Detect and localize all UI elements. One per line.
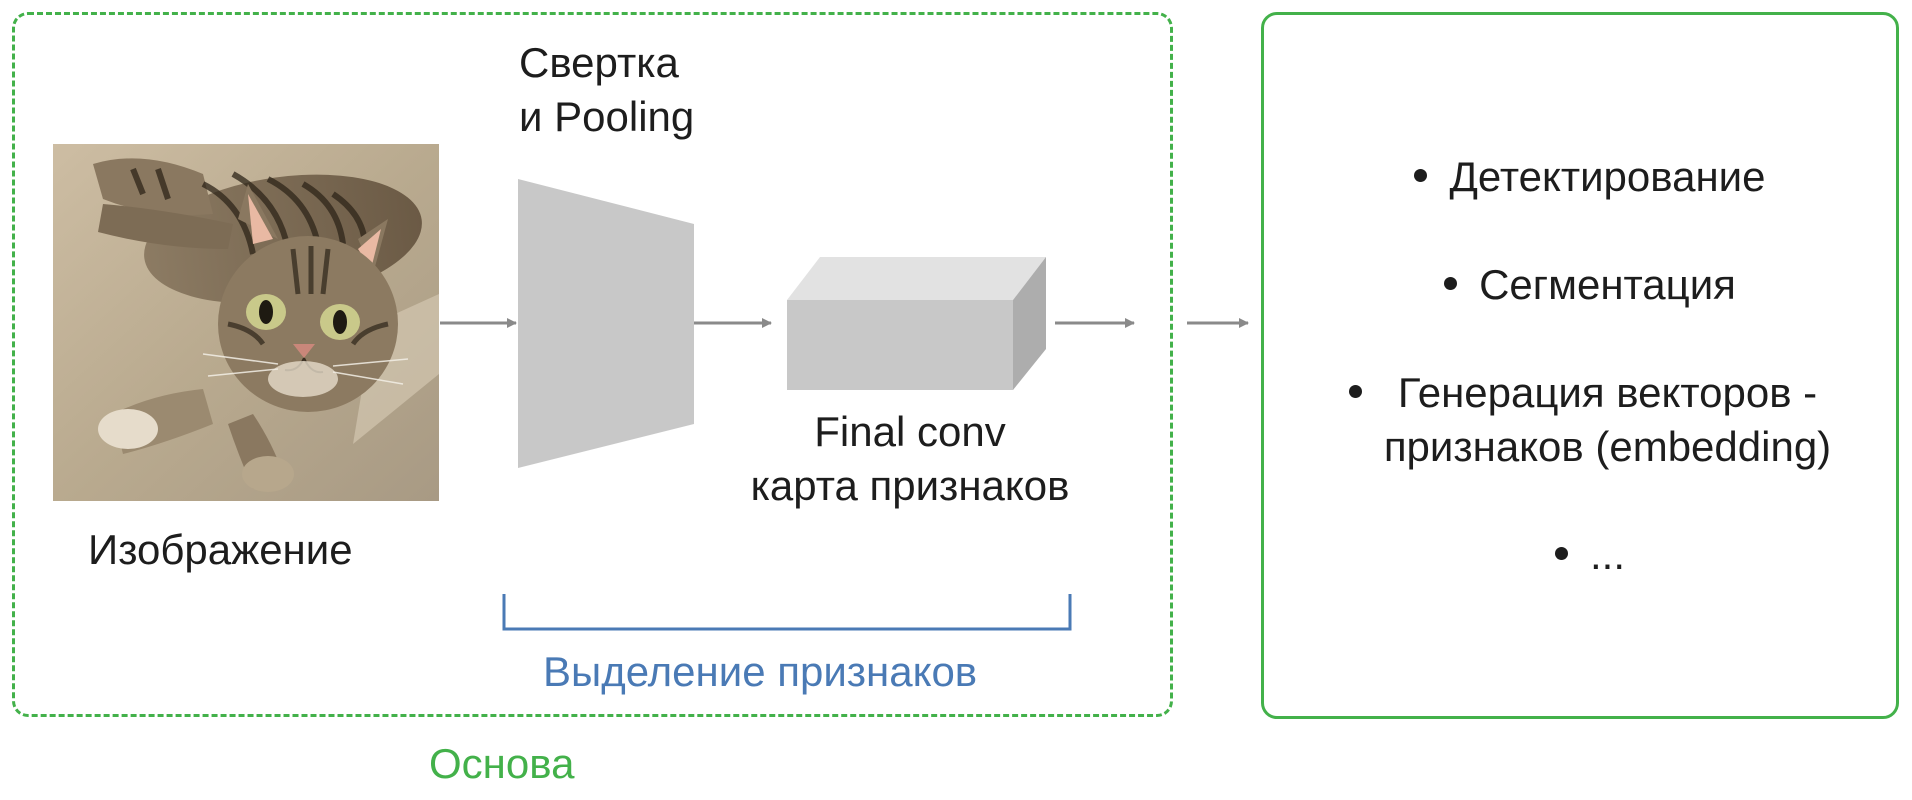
task-embedding-line2: признаков (embedding): [1383, 423, 1832, 470]
tasks-frame: [1261, 12, 1899, 719]
feature-map-label: Final conv карта признаков: [725, 405, 1095, 513]
bullet-icon: [1444, 277, 1458, 291]
list-item: Сегментация: [1300, 258, 1880, 312]
task-embedding-line1: Генерация векторов -: [1397, 369, 1818, 416]
image-label: Изображение: [88, 526, 353, 573]
list-item: ...: [1300, 528, 1880, 582]
task-detection: Детектирование: [1449, 153, 1766, 200]
conv-title-line1: Свертка: [519, 39, 679, 86]
backbone-label: Основа: [429, 740, 575, 787]
feature-extraction-bracket: [502, 594, 1072, 631]
task-segmentation: Сегментация: [1479, 261, 1736, 308]
bullet-icon: [1554, 547, 1568, 561]
cat-photo: [53, 144, 439, 501]
feature-extraction-label: Выделение признаков: [543, 648, 978, 695]
task-more: ...: [1589, 531, 1625, 578]
bullet-icon: [1348, 385, 1362, 399]
backbone-frame: [12, 12, 1173, 717]
conv-block: [518, 179, 694, 468]
list-item: Детектирование: [1300, 150, 1880, 204]
feature-map-block: [787, 257, 1046, 390]
bullet-icon: [1414, 169, 1428, 183]
conv-pooling-title: Свертка и Pooling: [519, 36, 694, 144]
feature-map-line1: Final conv: [814, 408, 1006, 455]
list-item: Генерация векторов - признаков (embedding…: [1300, 366, 1880, 474]
feature-map-line2: карта признаков: [750, 462, 1070, 509]
conv-title-line2: и Pooling: [519, 93, 695, 140]
cat-photo-drawing: [53, 144, 439, 501]
task-list: Детектирование Сегментация Генерация век…: [1300, 150, 1880, 636]
